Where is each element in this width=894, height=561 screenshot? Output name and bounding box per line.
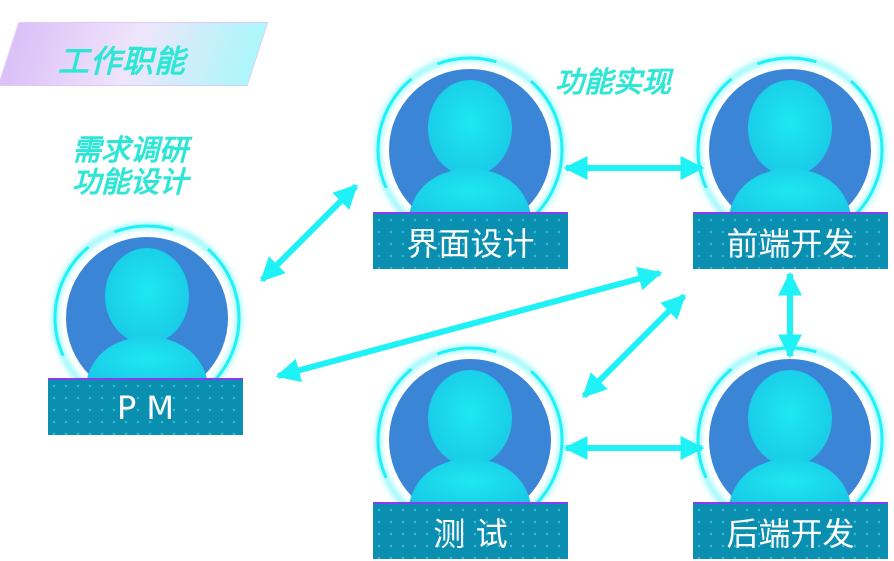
arrow-pm-frontend <box>275 267 663 382</box>
pm-duties-note: 需求调研 功能设计 <box>72 134 188 198</box>
note-line-2: 功能设计 <box>72 165 189 199</box>
note-line-1: 需求调研 <box>72 133 189 167</box>
node-test-label: 测 试 <box>373 502 568 559</box>
node-ui-label: 界面设计 <box>373 212 568 269</box>
avatar-backend <box>695 345 885 535</box>
title-banner: 工作职能 <box>0 18 269 86</box>
arrow-test-frontend <box>581 293 687 399</box>
avatar-pm <box>52 223 242 413</box>
page-title: 工作职能 <box>58 44 186 80</box>
avatar-frontend <box>695 55 885 245</box>
node-frontend-label: 前端开发 <box>693 212 888 269</box>
node-backend-label: 后端开发 <box>693 502 888 559</box>
node-pm-label: P M <box>48 378 243 435</box>
arrow-pm-ui <box>259 183 359 283</box>
avatar-test <box>375 345 565 535</box>
implementation-note: 功能实现 <box>555 65 672 99</box>
avatar-ui <box>375 55 565 245</box>
